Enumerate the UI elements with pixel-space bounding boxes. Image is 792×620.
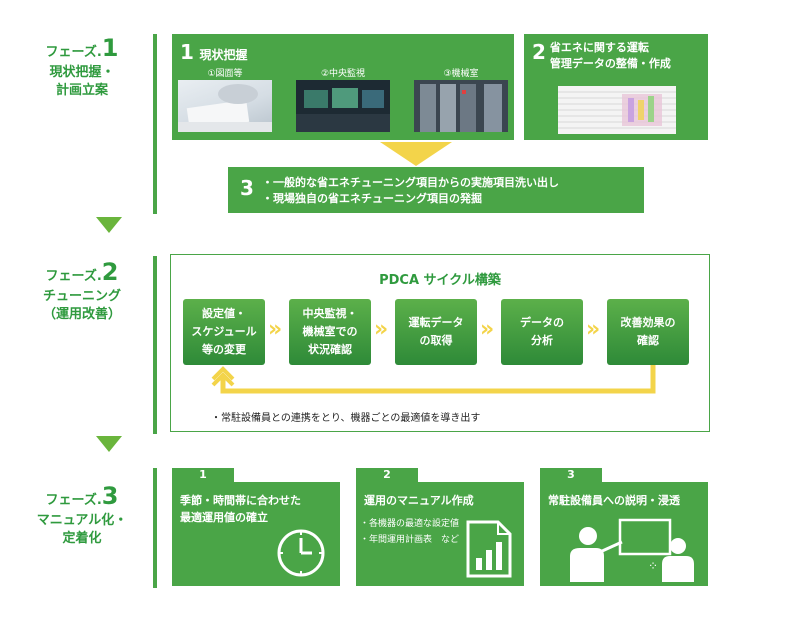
phase1-box1: 1 現状把握 ①図面等 ②中央監視 ③機械室 bbox=[172, 34, 514, 140]
phase-3-bar bbox=[153, 468, 157, 588]
photo-central-monitor-image bbox=[296, 80, 390, 132]
chevron-right-icon: » bbox=[268, 317, 283, 342]
box3-line-2: ・現場独自の省エネチューニング項目の発掘 bbox=[262, 192, 482, 205]
chevron-right-icon: » bbox=[374, 317, 389, 342]
phase-2-label: フェーズ.2 チューニング （運用改善） bbox=[12, 258, 152, 324]
card-2-tab: 2 bbox=[356, 468, 418, 482]
svg-text:⁘: ⁘ bbox=[648, 559, 658, 573]
card-1-tab: 1 bbox=[172, 468, 234, 482]
pdca-step-2: 中央監視・ 機械室での 状況確認 bbox=[289, 299, 371, 365]
phase-1-label: フェーズ.1 現状把握・ 計画立案 bbox=[12, 34, 152, 100]
pdca-step-3: 運転データ の取得 bbox=[395, 299, 477, 365]
photo-drawings-caption: ①図面等 bbox=[207, 69, 243, 79]
photo-drawings: ①図面等 bbox=[178, 66, 272, 136]
box1-title: 現状把握 bbox=[199, 48, 248, 62]
phase-1-prefix: フェーズ. bbox=[45, 45, 102, 60]
phase-2-bar bbox=[153, 256, 157, 434]
card-3: 常駐設備員への説明・浸透 ⁘ bbox=[540, 482, 708, 586]
spreadsheet-image bbox=[558, 86, 676, 134]
card-2-title: 運用のマニュアル作成 bbox=[364, 494, 474, 507]
pdca-note: ・常駐設備員との連携をとり、機器ごとの最適値を導き出す bbox=[211, 413, 481, 424]
chevron-right-icon: » bbox=[480, 317, 495, 342]
phase-1-number: 1 bbox=[101, 34, 119, 62]
card-3-title: 常駐設備員への説明・浸透 bbox=[548, 494, 680, 507]
phase-3-number: 3 bbox=[101, 482, 119, 510]
phase-1-bar bbox=[153, 34, 157, 214]
photo-machine-room-image bbox=[414, 80, 508, 132]
card-2-bullet-2: ・年間運用計画表 など bbox=[360, 535, 460, 545]
card-1: 季節・時間帯に合わせた 最適運用値の確立 bbox=[172, 482, 340, 586]
photo-machine-room-caption: ③機械室 bbox=[443, 69, 479, 79]
photo-drawings-image bbox=[178, 80, 272, 132]
presentation-people-icon: ⁘ bbox=[570, 518, 694, 582]
card-3-tab: 3 bbox=[540, 468, 602, 482]
phase-2-to-3-arrow bbox=[96, 436, 122, 452]
phase-2-prefix: フェーズ. bbox=[45, 269, 102, 284]
phase1-converge-arrow bbox=[380, 142, 452, 166]
phase-3-subtitle: マニュアル化・ 定着化 bbox=[36, 513, 128, 546]
box3-line-1: ・一般的な省エネチューニング項目からの実施項目洗い出し bbox=[262, 176, 559, 189]
card-2: 運用のマニュアル作成 ・各機器の最適な設定値 ・年間運用計画表 など bbox=[356, 482, 524, 586]
photo-machine-room: ③機械室 bbox=[414, 66, 508, 136]
pdca-title: PDCA サイクル構築 bbox=[379, 273, 501, 288]
phase-1-to-2-arrow bbox=[96, 217, 122, 233]
card-2-bullet-1: ・各機器の最適な設定値 bbox=[360, 519, 460, 529]
photo-central-monitor: ②中央監視 bbox=[296, 66, 390, 136]
pdca-step-1: 設定値・ スケジュール 等の変更 bbox=[183, 299, 265, 365]
box2-title: 省エネに関する運転 管理データの整備・作成 bbox=[549, 41, 671, 70]
clock-icon bbox=[277, 529, 325, 577]
feedback-loop-arrow bbox=[211, 365, 656, 394]
pdca-step-4: データの 分析 bbox=[501, 299, 583, 365]
photo-central-monitor-caption: ②中央監視 bbox=[320, 69, 366, 79]
phase1-box2: 2 省エネに関する運転 管理データの整備・作成 bbox=[524, 34, 708, 140]
box3-number: 3 bbox=[240, 176, 254, 200]
phase-3-label: フェーズ.3 マニュアル化・ 定着化 bbox=[12, 482, 152, 548]
pdca-frame: PDCA サイクル構築 設定値・ スケジュール 等の変更 » 中央監視・ 機械室… bbox=[170, 254, 710, 432]
pdca-step-5: 改善効果の 確認 bbox=[607, 299, 689, 365]
chevron-right-icon: » bbox=[586, 317, 601, 342]
phase-2-subtitle: チューニング （運用改善） bbox=[42, 289, 121, 322]
phase-1-subtitle: 現状把握・ 計画立案 bbox=[49, 65, 115, 98]
document-chart-icon bbox=[466, 520, 512, 578]
box2-number: 2 bbox=[532, 40, 546, 64]
box1-number: 1 bbox=[180, 40, 194, 64]
card-1-title: 季節・時間帯に合わせた 最適運用値の確立 bbox=[180, 494, 301, 524]
phase-3-prefix: フェーズ. bbox=[45, 493, 102, 508]
phase-2-number: 2 bbox=[101, 258, 119, 286]
phase1-box3: 3 ・一般的な省エネチューニング項目からの実施項目洗い出し ・現場独自の省エネチ… bbox=[228, 167, 644, 213]
